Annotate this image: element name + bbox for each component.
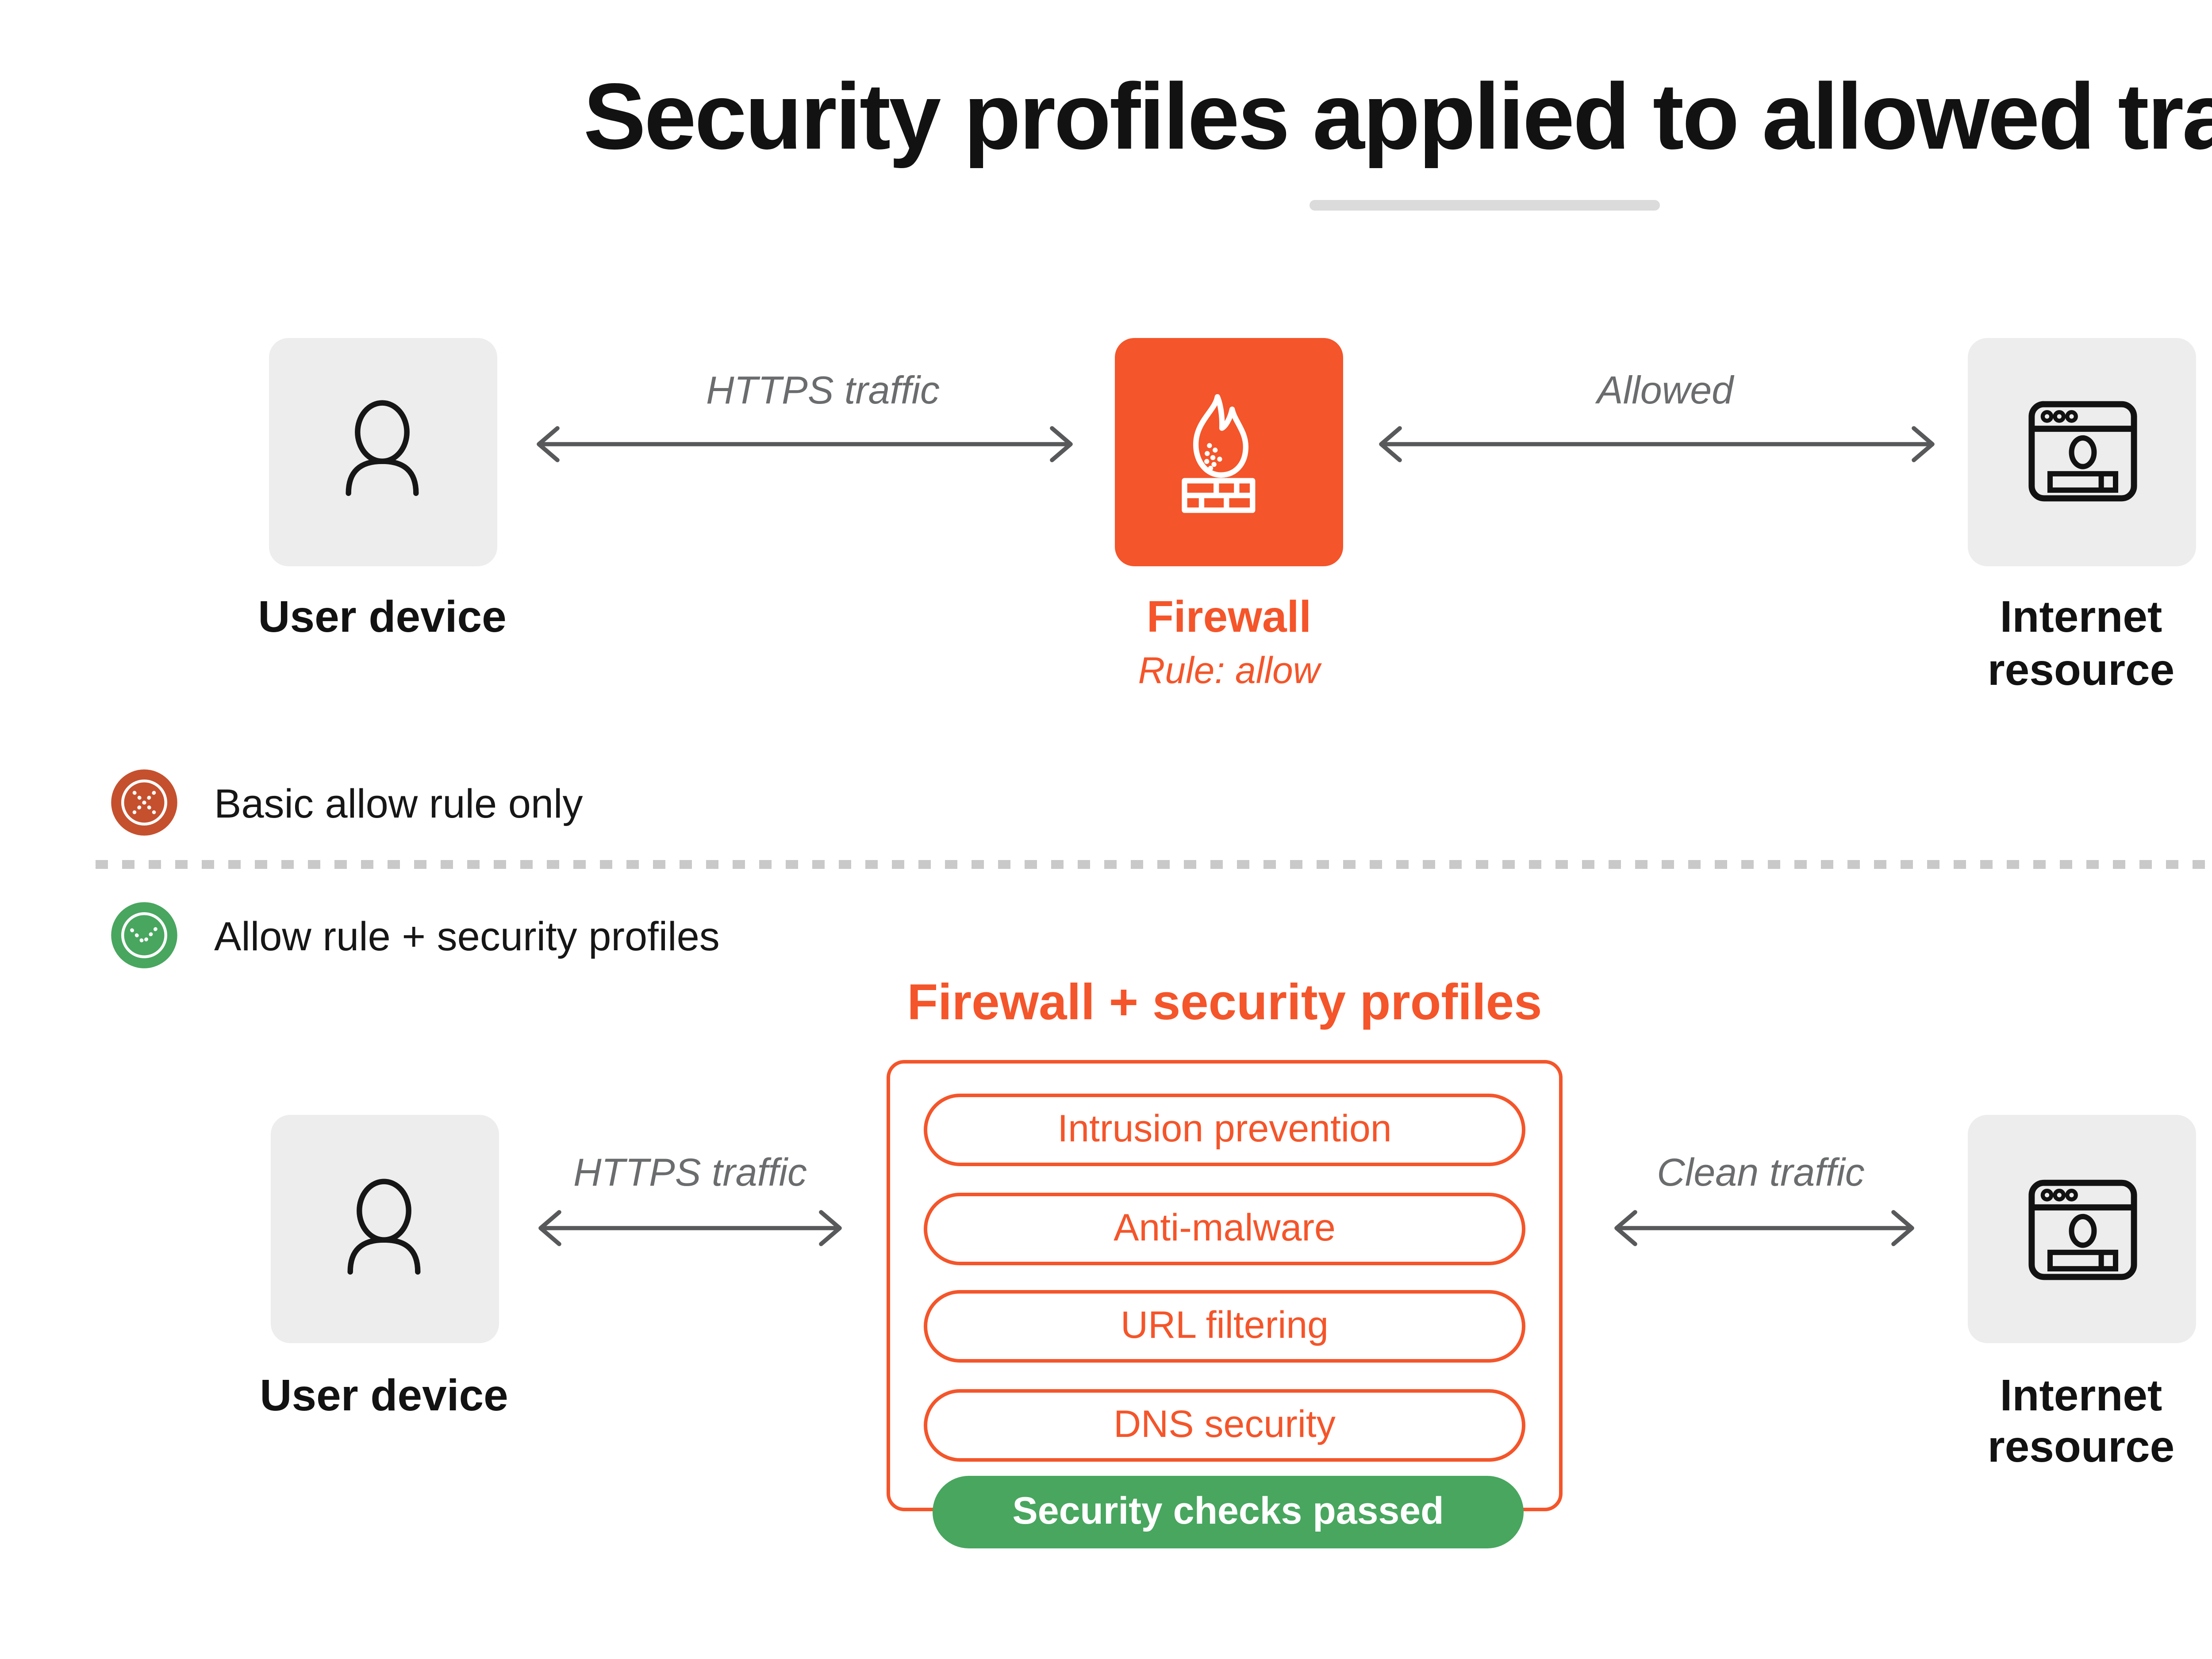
title-underline bbox=[1310, 200, 1660, 210]
clean-traffic-label: Clean traffic bbox=[1657, 1150, 1865, 1194]
internet-resource-label-top: Internet resource bbox=[1987, 593, 2175, 695]
profile-pill-anti-malware: Anti-malware bbox=[924, 1192, 1525, 1264]
profile-pill-dns-security: DNS security bbox=[924, 1388, 1525, 1461]
https-traffic-arrow-bottom bbox=[538, 1210, 842, 1246]
person-icon bbox=[346, 400, 419, 496]
firewall-node bbox=[1115, 337, 1343, 565]
legend-fail-badge-icon bbox=[110, 768, 177, 835]
browser-window-icon bbox=[2028, 1179, 2136, 1279]
user-device-label-bottom: User device bbox=[260, 1371, 508, 1420]
firewall-rule-label: Rule: allow bbox=[1138, 651, 1320, 692]
clean-traffic-arrow bbox=[1614, 1210, 1914, 1246]
flame-brick-wall-icon bbox=[1181, 394, 1255, 513]
legend-pass-badge-icon bbox=[110, 901, 177, 968]
profile-pill-intrusion-prevention: Intrusion prevention bbox=[924, 1094, 1525, 1166]
allowed-arrow bbox=[1378, 426, 1934, 462]
person-icon bbox=[347, 1178, 421, 1274]
allowed-label: Allowed bbox=[1597, 368, 1734, 412]
security-checks-passed-pill: Security checks passed bbox=[933, 1475, 1524, 1548]
https-traffic-label-bottom: HTTPS traffic bbox=[573, 1150, 807, 1194]
internet-resource-label-bottom: Internet resource bbox=[1987, 1371, 2175, 1472]
user-device-label-top: User device bbox=[258, 593, 507, 642]
https-traffic-label-top: HTTPS traffic bbox=[706, 368, 940, 412]
internet-resource-node-top bbox=[1968, 337, 2196, 565]
section-divider bbox=[96, 860, 2212, 868]
legend-basic-label: Basic allow rule only bbox=[214, 780, 583, 826]
profile-pill-url-filtering: URL filtering bbox=[924, 1290, 1525, 1363]
legend-profiles-label: Allow rule + security profiles bbox=[214, 913, 720, 959]
firewall-label: Firewall bbox=[1146, 593, 1312, 642]
https-traffic-arrow-top bbox=[536, 426, 1072, 462]
user-device-node-bottom bbox=[270, 1115, 498, 1343]
user-device-node-top bbox=[268, 337, 496, 565]
secured-flow-heading: Firewall + security profiles bbox=[907, 975, 1542, 1032]
browser-window-icon bbox=[2028, 401, 2136, 502]
page-title: Security profiles applied to allowed tra… bbox=[583, 65, 2212, 170]
internet-resource-node-bottom bbox=[1968, 1115, 2196, 1343]
